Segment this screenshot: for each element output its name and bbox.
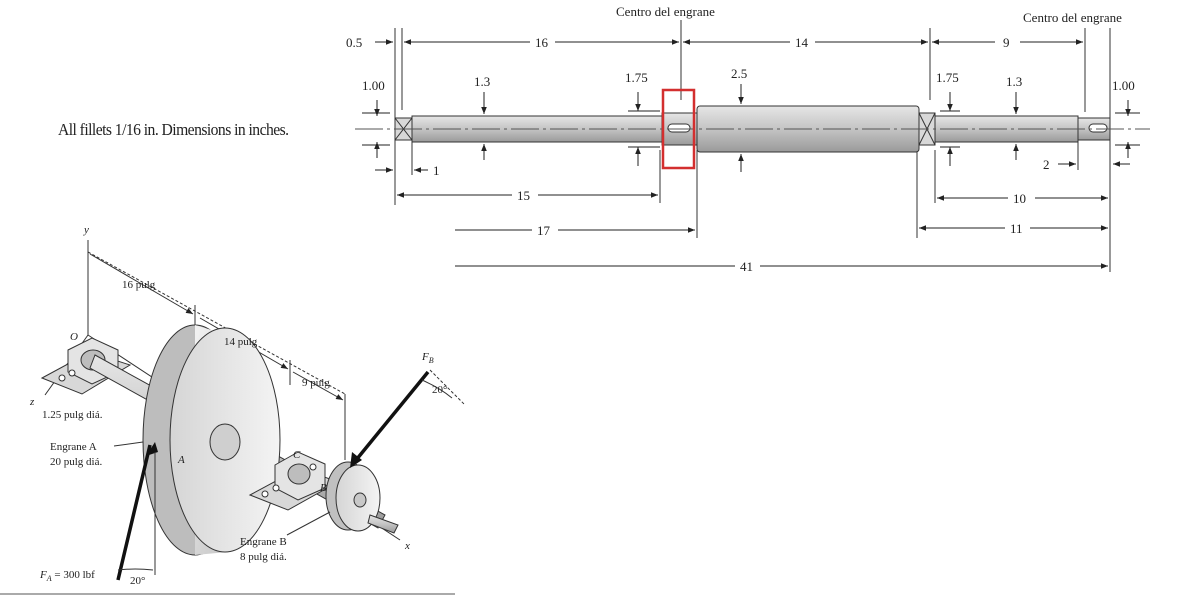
force-b-label: FB xyxy=(421,351,434,365)
force-a-label: FA = 300 lbf xyxy=(39,569,95,583)
bearing-o-label: O xyxy=(70,331,78,343)
gear-center-label-right: Centro del engrane xyxy=(1023,10,1122,25)
bearing-c xyxy=(248,451,340,511)
dim-bottom-15: 15 xyxy=(517,188,530,203)
bearing-c-label: C xyxy=(293,449,301,461)
gear-b-name: Engrane B xyxy=(240,536,287,548)
dim-16-pulg: 16 pulg xyxy=(122,279,156,291)
dia-right-175: 1.75 xyxy=(936,70,959,85)
dia-right-end: 1.00 xyxy=(1112,78,1135,93)
dim-bottom-10: 10 xyxy=(1013,191,1026,206)
gear-b xyxy=(325,461,399,534)
gear-a-name: Engrane A xyxy=(50,441,97,453)
shaft-diameter-label: 1.25 pulg diá. xyxy=(42,409,103,421)
gear-b-diameter: 8 pulg diá. xyxy=(240,551,287,563)
dim-top-16: 16 xyxy=(535,35,549,50)
gear-a xyxy=(142,324,281,556)
gear-a-diameter: 20 pulg diá. xyxy=(50,456,102,468)
keyway-highlight xyxy=(661,88,696,170)
force-a-subscript: A xyxy=(46,574,52,583)
dim-top-14: 14 xyxy=(795,35,809,50)
shaft-drawing: Centro del engrane Centro del engrane 0.… xyxy=(340,0,1185,280)
force-a-value: = 300 lbf xyxy=(52,569,96,581)
dim-9-pulg: 9 pulg xyxy=(302,377,330,389)
angle-a-label: 20° xyxy=(130,575,145,587)
dia-left-end: 1.00 xyxy=(362,78,385,93)
dia-left-13: 1.3 xyxy=(474,74,490,89)
dim-bottom-1: 1 xyxy=(433,163,440,178)
dim-bottom-2: 2 xyxy=(1043,157,1050,172)
dim-bottom-11: 11 xyxy=(1010,221,1023,236)
axis-x-label: x xyxy=(404,540,410,552)
assembly-drawing: y z x 16 pulg 14 pulg 9 pulg O C A B 1.2… xyxy=(0,205,466,596)
dim-top-9: 9 xyxy=(1003,35,1010,50)
axis-z-label: z xyxy=(29,396,35,408)
angle-b-label: 20° xyxy=(432,384,447,396)
axis-y-label: y xyxy=(83,224,89,236)
gear-center-label-left: Centro del engrane xyxy=(616,4,715,19)
dim-bottom-41: 41 xyxy=(740,259,753,274)
shaft-body xyxy=(355,105,1150,153)
dia-center-25: 2.5 xyxy=(731,66,747,81)
dim-14-pulg: 14 pulg xyxy=(224,336,258,348)
force-a-symbol: F xyxy=(39,569,47,581)
gear-a-letter: A xyxy=(177,454,185,466)
force-b-symbol: F xyxy=(421,351,429,363)
dim-top-0-5: 0.5 xyxy=(346,35,362,50)
force-b-subscript: B xyxy=(429,356,434,365)
gear-b-letter: B xyxy=(320,482,327,494)
dimensions-note: All fillets 1/16 in. Dimensions in inche… xyxy=(58,120,289,139)
dia-left-175: 1.75 xyxy=(625,70,648,85)
dia-right-13: 1.3 xyxy=(1006,74,1022,89)
dim-bottom-17: 17 xyxy=(537,223,551,238)
